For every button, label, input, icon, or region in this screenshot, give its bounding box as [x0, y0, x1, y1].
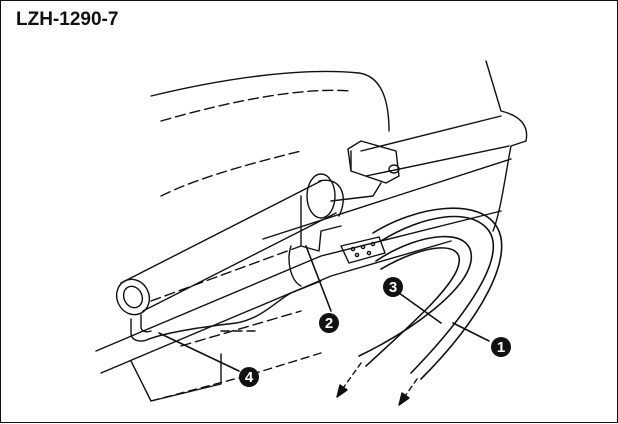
oil-reservoir-right	[485, 60, 528, 232]
svg-text:1: 1	[497, 339, 505, 356]
clamp-bracket	[300, 195, 342, 252]
tube-3-inner	[365, 247, 460, 367]
drain-arrow-right-head	[398, 392, 410, 406]
base-plate-dashed-b	[150, 352, 322, 402]
svg-text:3: 3	[389, 279, 397, 296]
top-connector-cable	[330, 182, 382, 202]
tube-3	[358, 235, 472, 357]
cylinder-end-inner	[122, 285, 144, 309]
elbow-fitting	[130, 318, 150, 342]
center-plate	[340, 236, 386, 264]
oil-pan-dashed	[150, 245, 302, 302]
clamp-ring	[306, 173, 336, 219]
clamp-bracket-2	[288, 245, 302, 287]
cylinder-body-top	[120, 180, 322, 284]
oil-pan-lower-edge	[100, 240, 452, 374]
base-plate-dashed	[180, 310, 302, 347]
elbow-tube	[148, 280, 322, 340]
oil-pan-top-edge-2	[365, 145, 510, 177]
cylinder-body-bottom	[142, 212, 337, 312]
oil-pan-long-edge	[95, 210, 502, 352]
svg-text:2: 2	[325, 315, 333, 332]
figure-title: LZH-1290-7	[16, 9, 119, 30]
machine-bed-outline	[150, 70, 390, 132]
oil-pan-slope	[262, 158, 512, 240]
top-connector-bolt	[388, 164, 400, 174]
leader-line-1	[452, 322, 490, 342]
tube-1	[380, 215, 494, 374]
leader-line-2	[305, 245, 332, 312]
tube-1-inner	[372, 207, 503, 380]
drain-arrow-left	[340, 362, 362, 392]
base-plate-edge	[130, 353, 222, 402]
cylinder-back-cap	[318, 179, 344, 217]
callout-3: 3	[383, 277, 403, 297]
machine-bed-dashed-top	[160, 89, 352, 122]
drain-arrow-left-head	[336, 384, 348, 398]
svg-text:4: 4	[245, 369, 254, 386]
callout-4: 4	[239, 367, 259, 387]
callout-2: 2	[319, 313, 339, 333]
oil-pan-dashed-2	[160, 150, 302, 197]
cylinder-end-cap	[115, 278, 151, 316]
callout-1: 1	[491, 337, 511, 357]
leader-line-3	[398, 292, 442, 324]
oil-pan-top-edge	[360, 115, 502, 152]
elbow-fitting-2	[140, 314, 152, 333]
leader-line-4	[158, 332, 240, 372]
